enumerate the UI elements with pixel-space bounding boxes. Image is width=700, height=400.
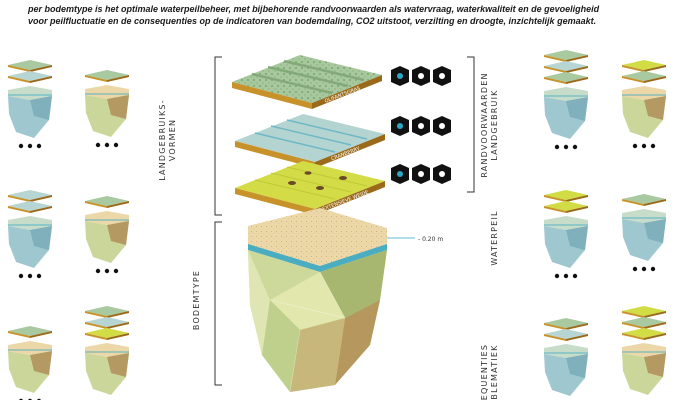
icons-extensieve-weide bbox=[391, 164, 451, 184]
thumbnail-diagram bbox=[544, 50, 588, 150]
water-drop-icon bbox=[397, 73, 403, 79]
hexagon-icon bbox=[27, 143, 33, 149]
waterlevel-value: - 0.20 m bbox=[418, 236, 443, 243]
thumbnail-diagram bbox=[622, 194, 666, 272]
hexagon-icon bbox=[572, 144, 578, 150]
hexagon-icon bbox=[632, 143, 638, 149]
hexagon-icon bbox=[104, 268, 110, 274]
layer-olifantsgras: OLIFANTSGRAS bbox=[232, 55, 382, 109]
hexagon-icon bbox=[572, 273, 578, 279]
hexagon-icon bbox=[632, 266, 638, 272]
hexagon-icon bbox=[27, 273, 33, 279]
hexagon-icon bbox=[650, 143, 656, 149]
hexagon-icon bbox=[18, 143, 24, 149]
thumbnail-diagram bbox=[85, 196, 129, 274]
thumbnail-diagram bbox=[8, 326, 52, 400]
layer-extensieve-weide: EXTENSIEVE WEIDE bbox=[235, 161, 385, 215]
fluctuation-icon bbox=[439, 73, 445, 79]
thumbnail-diagram bbox=[622, 306, 666, 395]
hexagon-icon bbox=[18, 273, 24, 279]
intro-line-1: per bodemtype is het optimale waterpeilb… bbox=[28, 4, 600, 14]
thumbnail-diagram bbox=[544, 190, 588, 279]
quality-icon bbox=[418, 171, 424, 177]
thumbnail-diagram bbox=[622, 60, 666, 149]
bracket-landgebruik bbox=[214, 56, 222, 216]
thumbnail-diagram bbox=[85, 70, 129, 148]
hexagon-icon bbox=[113, 268, 119, 274]
hexagon-icon bbox=[36, 143, 42, 149]
fluctuation-icon bbox=[439, 171, 445, 177]
bracket-bodemtype bbox=[214, 221, 222, 386]
hexagon-icon bbox=[554, 144, 560, 150]
hexagon-icon bbox=[641, 143, 647, 149]
hexagon-icon bbox=[641, 266, 647, 272]
hexagon-icon bbox=[113, 142, 119, 148]
thumbnail-diagram bbox=[544, 318, 588, 396]
intro-text: per bodemtype is het optimale waterpeilb… bbox=[28, 3, 688, 27]
hexagon-icon bbox=[563, 273, 569, 279]
bracket-randvoorwaarden bbox=[467, 56, 475, 193]
icons-cranberry bbox=[391, 116, 451, 136]
soil-block: - 0.20 m bbox=[248, 208, 443, 393]
water-drop-icon bbox=[397, 123, 403, 129]
hexagon-icon bbox=[36, 273, 42, 279]
hexagon-icon bbox=[95, 142, 101, 148]
thumbnail-grid bbox=[8, 50, 666, 400]
layer-cranberry: CRANBERRY bbox=[235, 114, 385, 168]
hexagon-icon bbox=[554, 273, 560, 279]
hexagon-icon bbox=[650, 266, 656, 272]
quality-icon bbox=[418, 73, 424, 79]
hexagon-icon bbox=[563, 144, 569, 150]
water-drop-icon bbox=[397, 171, 403, 177]
fluctuation-icon bbox=[439, 123, 445, 129]
thumbnail-diagram bbox=[85, 306, 129, 395]
hexagon-icon bbox=[104, 142, 110, 148]
quality-icon bbox=[418, 123, 424, 129]
hexagon-icon bbox=[95, 268, 101, 274]
thumbnail-diagram bbox=[8, 60, 52, 149]
thumbnail-diagram bbox=[8, 190, 52, 279]
intro-line-2: voor peilfluctuatie en de consequenties … bbox=[28, 16, 597, 26]
icons-olifantsgras bbox=[391, 66, 451, 86]
